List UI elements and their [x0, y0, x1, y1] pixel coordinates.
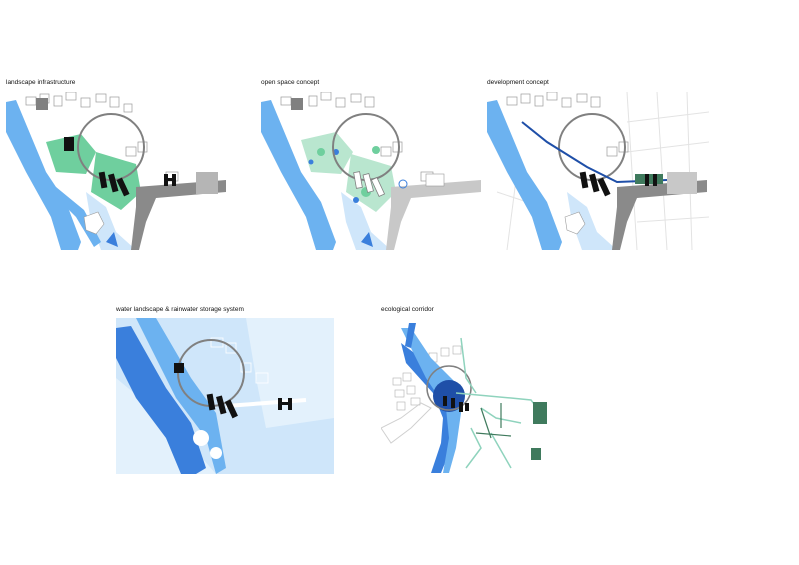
loop-road — [426, 365, 472, 411]
main-road — [386, 180, 481, 250]
river-light — [136, 318, 226, 474]
main-road — [131, 180, 226, 250]
main-road — [612, 180, 707, 250]
panel-title: development concept — [487, 79, 549, 86]
white-lake — [83, 211, 105, 235]
green-block-small — [531, 448, 541, 460]
panel-title: ecological corridor — [381, 306, 434, 313]
white-lake — [564, 211, 586, 235]
river — [116, 326, 206, 474]
panel-title: landscape infrastructure — [6, 79, 76, 86]
white-islands — [193, 430, 222, 459]
building-outlines — [506, 92, 629, 157]
grey-building — [291, 98, 303, 110]
river — [487, 100, 562, 250]
map-development-concept — [487, 92, 709, 250]
map-landscape-infrastructure — [6, 92, 228, 250]
white-buildings — [353, 171, 386, 197]
river-upper — [405, 323, 416, 348]
dark-core — [433, 380, 465, 412]
map-open-space-concept — [261, 92, 483, 250]
building-outlines — [25, 92, 179, 182]
blue-triangle — [106, 232, 118, 247]
river-channel — [51, 187, 101, 247]
map-ecological-corridor — [381, 318, 571, 476]
grey-block — [425, 173, 445, 187]
black-buildings — [174, 363, 292, 419]
roundabout — [398, 179, 408, 189]
river-branch — [341, 192, 391, 250]
black-buildings — [64, 137, 176, 197]
river — [261, 100, 336, 250]
main-road — [225, 398, 307, 408]
street-grid — [496, 92, 709, 250]
river — [401, 343, 456, 473]
light-river — [381, 402, 432, 444]
green-block — [533, 402, 547, 424]
black-buildings — [443, 396, 469, 412]
map-water-landscape — [116, 318, 334, 474]
river-branch — [86, 192, 136, 250]
river-branch — [567, 192, 617, 250]
blue-route — [521, 121, 668, 184]
green-area — [91, 152, 141, 210]
grey-block — [196, 172, 218, 194]
building-outlines — [280, 92, 434, 182]
grey-building — [36, 98, 48, 110]
river — [6, 100, 81, 250]
blue-triangle — [361, 232, 373, 247]
corridor-dark-lines — [475, 403, 512, 439]
grey-block — [667, 172, 697, 194]
panel-title: open space concept — [261, 79, 320, 86]
black-buildings — [579, 171, 657, 197]
panel-title: water landscape & rainwater storage syst… — [116, 306, 244, 313]
green-area — [301, 132, 353, 174]
